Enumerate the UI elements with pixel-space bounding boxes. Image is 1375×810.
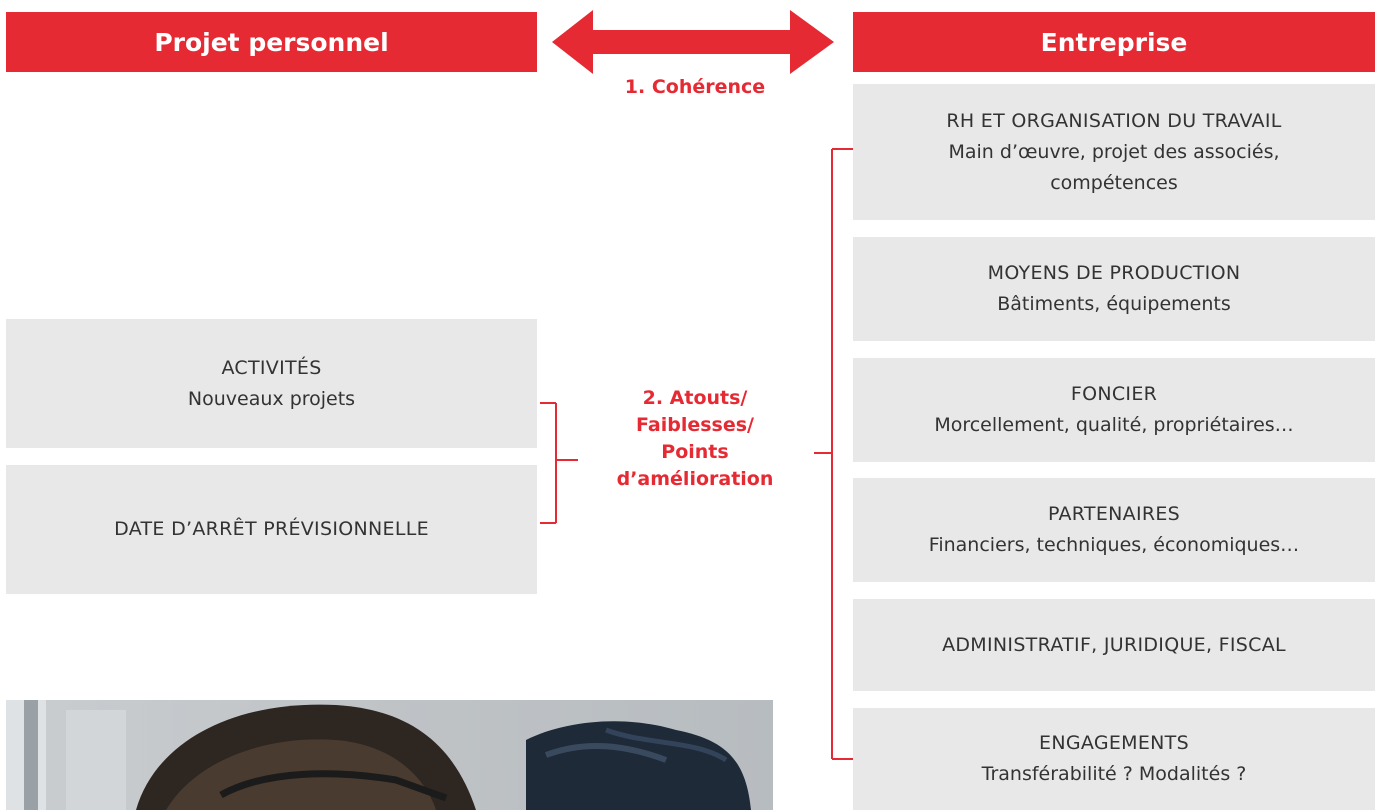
box-title: DATE D’ARRÊT PRÉVISIONNELLE bbox=[114, 518, 429, 540]
box-title: FONCIER bbox=[1070, 383, 1158, 405]
box-title: RH ET ORGANISATION DU TRAVAIL bbox=[946, 109, 1282, 132]
box-subtitle: Nouveaux projets bbox=[187, 387, 356, 410]
atouts-line-4: d’amélioration bbox=[616, 468, 774, 490]
box-subtitle-line: Bâtiments, équipements bbox=[997, 293, 1231, 315]
box-rh-organisation: RH ET ORGANISATION DU TRAVAIL Main d’œuv… bbox=[853, 84, 1375, 220]
box-moyens-production: MOYENS DE PRODUCTION Bâtiments, équipeme… bbox=[853, 237, 1375, 341]
box-title: MOYENS DE PRODUCTION bbox=[987, 262, 1241, 284]
atouts-line-3: Points bbox=[661, 441, 729, 463]
box-subtitle-line: Morcellement, qualité, propriétaires… bbox=[934, 414, 1294, 436]
coherence-label: 1. Cohérence bbox=[624, 76, 766, 98]
photo-person-glasses bbox=[6, 700, 773, 810]
right-bracket bbox=[814, 148, 853, 760]
box-title: ADMINISTRATIF, JURIDIQUE, FISCAL bbox=[942, 633, 1286, 656]
box-subtitle-line: Transférabilité ? Modalités ? bbox=[981, 763, 1247, 785]
box-partenaires: PARTENAIRES Financiers, techniques, écon… bbox=[853, 478, 1375, 582]
box-date-arret: DATE D’ARRÊT PRÉVISIONNELLE bbox=[6, 465, 537, 594]
double-arrow-icon bbox=[552, 10, 834, 74]
photo-illustration bbox=[6, 700, 773, 810]
atouts-line-1: 2. Atouts/ bbox=[642, 387, 748, 409]
box-title: ACTIVITÉS bbox=[221, 356, 322, 379]
box-title: PARTENAIRES bbox=[1047, 503, 1181, 525]
box-foncier: FONCIER Morcellement, qualité, propriéta… bbox=[853, 358, 1375, 462]
left-bracket bbox=[540, 402, 578, 524]
atouts-line-2: Faiblesses/ bbox=[636, 414, 754, 436]
box-title: ENGAGEMENTS bbox=[1039, 732, 1189, 754]
box-administratif: ADMINISTRATIF, JURIDIQUE, FISCAL bbox=[853, 599, 1375, 691]
box-activites: ACTIVITÉS Nouveaux projets bbox=[6, 319, 537, 448]
atouts-label: 2. Atouts/ Faiblesses/ Points d’améliora… bbox=[580, 385, 810, 493]
box-engagements: ENGAGEMENTS Transférabilité ? Modalités … bbox=[853, 708, 1375, 810]
box-subtitle-line: compétences bbox=[1050, 171, 1178, 194]
box-subtitle-line: Financiers, techniques, économiques… bbox=[928, 534, 1300, 556]
box-subtitle-line: Main d’œuvre, projet des associés, bbox=[948, 140, 1280, 163]
header-projet-personnel: Projet personnel bbox=[6, 12, 537, 72]
header-entreprise: Entreprise bbox=[853, 12, 1375, 72]
